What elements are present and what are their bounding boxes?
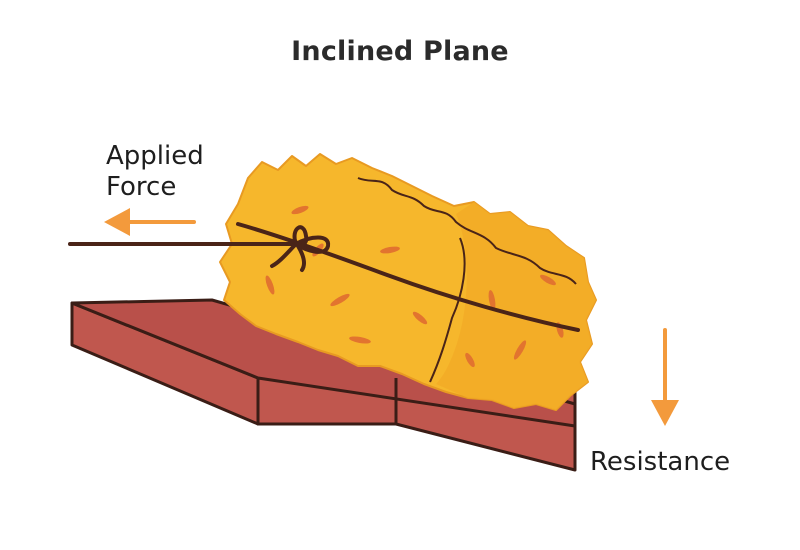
applied-force-label-line1: Applied — [106, 141, 204, 171]
rope — [68, 222, 580, 332]
arrow-down-icon — [651, 328, 679, 426]
rope-knot — [270, 225, 331, 272]
hay-streaks — [265, 205, 564, 368]
applied-force-label-line2: Force — [106, 172, 177, 202]
applied-force-label: Applied Force — [106, 141, 204, 203]
ramp-top-face — [70, 298, 577, 428]
arrow-left-icon — [104, 208, 196, 236]
diagram-title: Inclined Plane — [291, 36, 509, 67]
resistance-label: Resistance — [590, 447, 731, 477]
hay-twine-top — [357, 177, 577, 285]
hay-twine-side — [429, 237, 466, 383]
hay-bale-end-shade — [436, 202, 596, 410]
rope-around-bale — [236, 222, 580, 332]
